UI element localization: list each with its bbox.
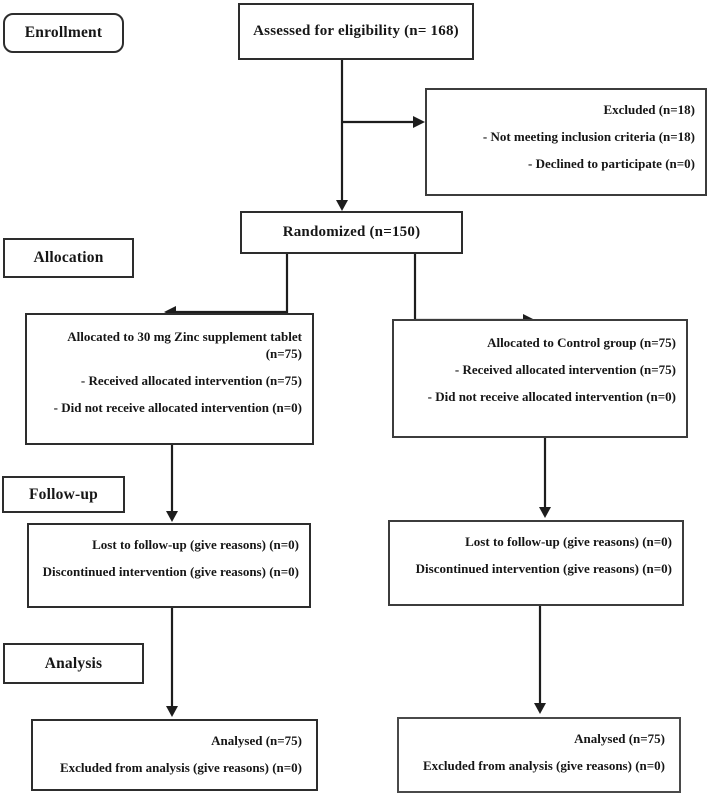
assessed-text: Assessed for eligibility (n= 168) — [253, 23, 459, 39]
arrowhead-right-icon — [413, 116, 425, 128]
arrowhead-down-icon — [166, 706, 178, 717]
allocation-control-box: Allocated to Control group (n=75) - Rece… — [392, 319, 688, 438]
arrowhead-down-icon — [539, 507, 551, 518]
allocation-zinc-item: - Did not receive allocated intervention… — [53, 399, 302, 415]
analysis-control-line: Excluded from analysis (give reasons) (n… — [422, 757, 665, 773]
stage-label-enrollment-text: Enrollment — [24, 24, 103, 41]
stage-label-analysis-text: Analysis — [44, 654, 103, 672]
stage-label-followup-text: Follow-up — [29, 485, 98, 503]
connector-randomized-to-allocation-left — [164, 253, 289, 318]
allocation-zinc-item: - Received allocated intervention (n=75) — [80, 372, 302, 388]
connector-assessed-to-excluded — [342, 116, 425, 128]
excluded-box: Excluded (n=18) - Not meeting inclusion … — [425, 88, 707, 196]
arrowhead-down-icon — [336, 200, 348, 211]
analysis-zinc-box: Analysed (n=75) Excluded from analysis (… — [31, 719, 318, 791]
followup-zinc-line: Lost to follow-up (give reasons) (n=0) — [92, 537, 299, 552]
stage-label-allocation: Allocation — [3, 238, 134, 278]
analysis-control-box: Analysed (n=75) Excluded from analysis (… — [397, 717, 681, 793]
analysis-zinc-line: Excluded from analysis (give reasons) (n… — [59, 759, 302, 775]
randomized-box: Randomized (n=150) — [240, 211, 463, 254]
stage-label-analysis: Analysis — [3, 643, 144, 684]
allocation-zinc-title: Allocated to 30 mg Zinc supplement table… — [67, 329, 302, 361]
stage-label-enrollment: Enrollment — [3, 13, 124, 53]
connector-line — [413, 253, 524, 322]
allocation-control-item: - Received allocated intervention (n=75) — [454, 361, 676, 377]
excluded-reason: - Not meeting inclusion criteria (n=18) — [482, 128, 695, 144]
connector-followup-right-to-analysis-right — [534, 605, 546, 714]
analysis-zinc-line: Analysed (n=75) — [211, 733, 302, 748]
arrowhead-down-icon — [534, 703, 546, 714]
followup-control-line: Discontinued intervention (give reasons)… — [415, 560, 672, 576]
allocation-control-title: Allocated to Control group (n=75) — [487, 335, 676, 350]
assessed-for-eligibility-box: Assessed for eligibility (n= 168) — [238, 3, 474, 60]
stage-label-followup: Follow-up — [2, 476, 125, 513]
analysis-control-line: Analysed (n=75) — [574, 731, 665, 746]
followup-control-box: Lost to follow-up (give reasons) (n=0) D… — [388, 520, 684, 606]
arrowhead-down-icon — [166, 511, 178, 522]
connector-allocation-left-to-followup-left — [166, 444, 178, 522]
connector-randomized-to-allocation-right — [413, 253, 535, 326]
connector-assessed-to-randomized — [336, 59, 348, 211]
stage-label-allocation-text: Allocation — [33, 249, 104, 266]
connector-followup-left-to-analysis-left — [166, 607, 178, 717]
followup-zinc-line: Discontinued intervention (give reasons)… — [42, 563, 299, 579]
excluded-reason: - Declined to participate (n=0) — [528, 155, 695, 171]
connector-allocation-right-to-followup-right — [539, 437, 551, 518]
excluded-title: Excluded (n=18) — [603, 102, 695, 117]
connector-line — [176, 253, 289, 314]
followup-control-line: Lost to follow-up (give reasons) (n=0) — [465, 534, 672, 549]
randomized-text: Randomized (n=150) — [282, 224, 421, 240]
allocation-zinc-box: Allocated to 30 mg Zinc supplement table… — [25, 313, 314, 445]
followup-zinc-box: Lost to follow-up (give reasons) (n=0) D… — [27, 523, 311, 608]
allocation-control-item: - Did not receive allocated intervention… — [427, 388, 676, 404]
